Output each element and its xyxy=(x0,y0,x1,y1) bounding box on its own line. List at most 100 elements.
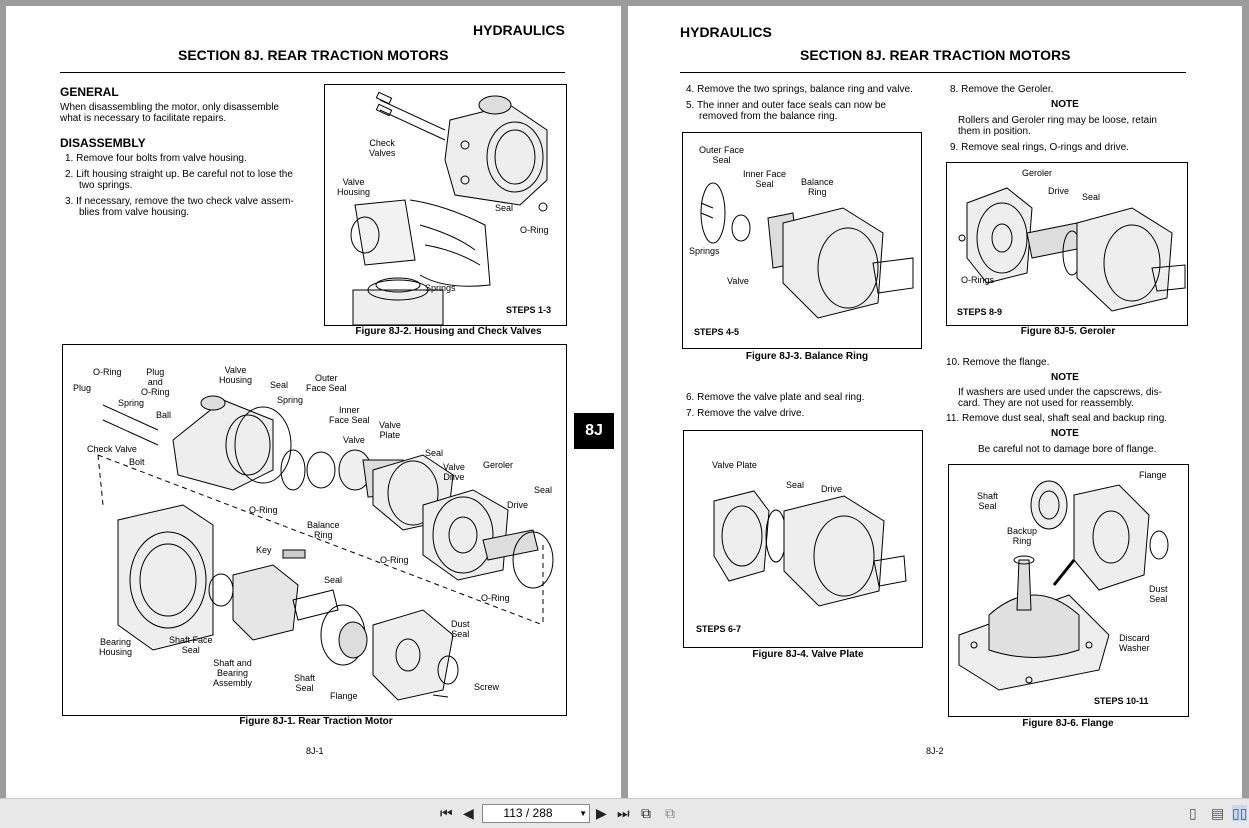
figure-8j-4: Valve Plate Seal Drive STEPS 6-7 xyxy=(683,430,923,648)
label-spring-1: Spring xyxy=(118,398,145,408)
label-drive: Drive xyxy=(1048,186,1070,196)
first-page-icon[interactable]: ⏮ xyxy=(440,805,453,821)
rear-traction-motor-drawing xyxy=(97,395,554,701)
disassembly-heading: DISASSEMBLY xyxy=(60,136,146,150)
geroler-drawing xyxy=(958,187,1186,312)
steps-label: STEPS 1-3 xyxy=(506,305,552,315)
rotate-icon[interactable]: ⧉ xyxy=(665,805,675,821)
next-page-icon[interactable]: ▶ xyxy=(596,805,607,821)
label-valve: Valve xyxy=(727,276,749,286)
caption-8j-2: Figure 8J-2. Housing and Check Valves xyxy=(355,326,542,337)
label-orings: O-Rings xyxy=(961,275,995,285)
continuous-icon[interactable]: ▤ xyxy=(1211,805,1225,821)
step-6: 6. Remove the valve plate and seal ring. xyxy=(686,392,865,403)
step-7: 7. Remove the valve drive. xyxy=(686,408,805,419)
page-left: HYDRAULICS SECTION 8J. REAR TRACTION MOT… xyxy=(6,6,621,798)
caption-8j-6: Figure 8J-6. Flange xyxy=(1022,718,1114,729)
general-text-1: When disassembling the motor, only disas… xyxy=(60,102,279,113)
label-plug: Plug xyxy=(73,383,92,393)
valve-plate-drawing xyxy=(713,490,907,607)
section-title: SECTION 8J. REAR TRACTION MOTORS xyxy=(800,47,1071,63)
label-drive: Drive xyxy=(507,500,529,510)
label-seal-4: Seal xyxy=(324,575,343,585)
note-1-title: NOTE xyxy=(1051,99,1079,110)
label-seal-3: Seal xyxy=(534,485,553,495)
steps-label: STEPS 4-5 xyxy=(694,327,740,337)
note-2-text-2: card. They are not used for reassembly. xyxy=(958,398,1134,409)
label-valve-plate: Valve Plate xyxy=(712,460,757,470)
label-valve: Valve xyxy=(343,435,365,445)
document-viewport[interactable]: HYDRAULICS SECTION 8J. REAR TRACTION MOT… xyxy=(0,0,1249,798)
label-geroler: Geroler xyxy=(483,460,514,470)
label-oring-4: O-Ring xyxy=(481,593,510,603)
page-header: HYDRAULICS xyxy=(473,22,565,38)
step-10: 10. Remove the flange. xyxy=(946,357,1050,368)
page-number-input[interactable]: 113 / 288 ▼ xyxy=(482,804,590,823)
label-seal-2: Seal xyxy=(425,448,444,458)
label-screw: Screw xyxy=(474,682,500,692)
housing-check-valves-drawing xyxy=(350,91,548,325)
step-5-cont: removed from the balance ring. xyxy=(699,111,838,122)
steps-label: STEPS 8-9 xyxy=(957,307,1003,317)
label-drive: Drive xyxy=(821,484,843,494)
step-2-cont: two springs. xyxy=(79,180,133,191)
page-number: 8J-2 xyxy=(926,746,944,756)
step-5: 5. The inner and outer face seals can no… xyxy=(686,100,886,111)
single-page-icon[interactable]: ▯ xyxy=(1189,805,1197,821)
step-8: 8. Remove the Geroler. xyxy=(950,84,1054,95)
flange-drawing xyxy=(958,480,1169,691)
note-1-text-1: Rollers and Geroler ring may be loose, r… xyxy=(958,115,1157,126)
note-2-text-1: If washers are used under the capscrews,… xyxy=(958,387,1162,398)
last-page-icon[interactable]: ⏭ xyxy=(617,805,630,821)
label-seal: Seal xyxy=(786,480,805,490)
label-seal-1: Seal xyxy=(270,380,289,390)
general-heading: GENERAL xyxy=(60,85,119,99)
label-seal: Seal xyxy=(495,203,514,213)
note-3-title: NOTE xyxy=(1051,428,1079,439)
label-key: Key xyxy=(256,545,272,555)
general-text-2: what is necessary to facilitate repairs. xyxy=(60,113,227,124)
chevron-down-icon[interactable]: ▼ xyxy=(579,809,587,818)
caption-8j-4: Figure 8J-4. Valve Plate xyxy=(752,649,864,660)
steps-label: STEPS 10-11 xyxy=(1094,696,1149,706)
step-1: 1. Remove four bolts from valve housing. xyxy=(65,153,247,164)
step-9: 9. Remove seal rings, O-rings and drive. xyxy=(950,142,1129,153)
label-flange: Flange xyxy=(330,691,358,701)
section-tab-8j: 8J xyxy=(574,413,614,449)
section-title: SECTION 8J. REAR TRACTION MOTORS xyxy=(178,47,449,63)
label-oring-3: O-Ring xyxy=(380,555,409,565)
prev-page-icon[interactable]: ◀ xyxy=(463,805,474,821)
page-number-value: 113 / 288 xyxy=(503,806,553,820)
label-check-valve: Check Valve xyxy=(87,444,137,454)
label-springs: Springs xyxy=(689,246,720,256)
label-springs: Springs xyxy=(425,283,456,293)
fit-page-icon[interactable]: ⧉ xyxy=(641,805,651,821)
label-oring-1: O-Ring xyxy=(93,367,122,377)
step-3-cont: blies from valve housing. xyxy=(79,207,190,218)
page-right: HYDRAULICS SECTION 8J. REAR TRACTION MOT… xyxy=(628,6,1242,798)
caption-8j-5: Figure 8J-5. Geroler xyxy=(1020,326,1116,337)
facing-pages-icon[interactable]: ▯▯ xyxy=(1232,805,1248,821)
